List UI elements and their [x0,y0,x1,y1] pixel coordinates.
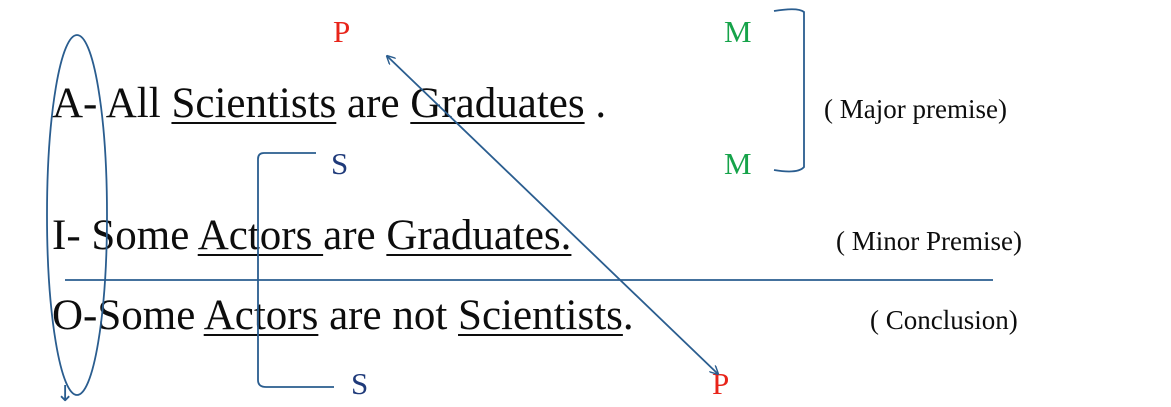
term-label-s-middle: S [331,146,349,181]
term-label-s-bottom: S [351,366,369,401]
conclusion-end: . [622,292,634,339]
major-copula: are [336,80,411,127]
conclusion-copula: are not [318,292,459,339]
major-predicate: Graduates [410,80,585,127]
term-label-p-bottom: P [712,366,730,401]
major-prefix: A- All [52,80,172,127]
major-subject: Scientists [171,80,337,127]
term-label-p-top: P [333,14,351,49]
conclusion-note: ( Conclusion) [870,305,1018,335]
minor-premise-note: ( Minor Premise) [836,226,1022,256]
major-premise-line: A- All Scientists are Graduates . [52,82,606,125]
term-label-m-top: M [724,14,752,49]
major-end: . [584,80,607,127]
minor-prefix: I- Some [52,212,198,259]
major-premise-note: ( Major premise) [824,94,1007,124]
minor-term-bracket [257,152,334,388]
minor-predicate: Graduates. [386,212,572,259]
minor-subject: Actors [197,212,324,259]
middle-term-bracket [773,8,805,173]
down-arrow-icon: ↓ [56,382,75,407]
minor-premise-line: I- Some Actors are Graduates. [52,214,571,257]
conclusion-prefix: O-Some [52,292,204,339]
minor-copula: are [323,212,387,259]
conclusion-subject: Actors [203,292,319,339]
term-label-m-middle: M [724,146,752,181]
conclusion-predicate: Scientists [458,292,623,339]
conclusion-line: O-Some Actors are not Scientists. [52,294,634,337]
